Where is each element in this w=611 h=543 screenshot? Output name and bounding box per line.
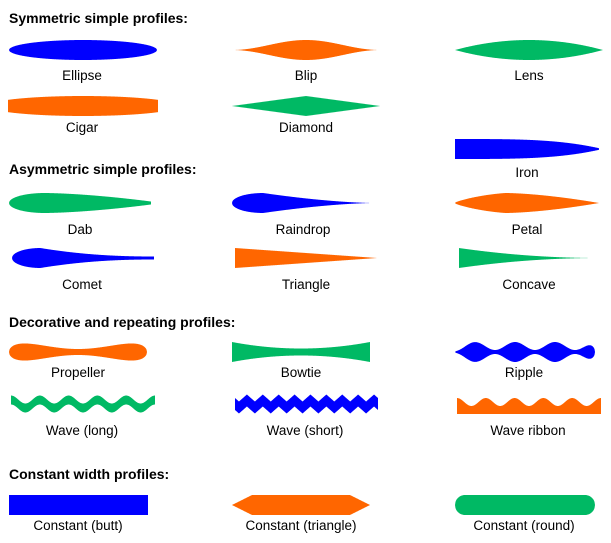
label-ripple: Ripple (505, 365, 543, 380)
section-heading-asymmetric: Asymmetric simple profiles: (9, 161, 197, 177)
label-constant-round: Constant (round) (473, 518, 574, 533)
label-wave-short: Wave (short) (267, 423, 344, 438)
section-heading-constant: Constant width profiles: (9, 466, 169, 482)
label-constant-triangle: Constant (triangle) (245, 518, 356, 533)
profile-shape-blip (232, 40, 380, 60)
section-heading-symmetric: Symmetric simple profiles: (9, 10, 188, 26)
profile-shape-triangle (235, 248, 377, 268)
label-bowtie: Bowtie (281, 365, 322, 380)
label-ellipse: Ellipse (62, 68, 102, 83)
label-wave-ribbon: Wave ribbon (490, 423, 565, 438)
profile-shape-dab (9, 193, 151, 213)
profile-shape-constant-triangle (232, 495, 370, 515)
label-lens: Lens (514, 68, 544, 83)
label-triangle: Triangle (282, 277, 330, 292)
label-dab: Dab (68, 222, 93, 237)
label-wave-long: Wave (long) (46, 423, 118, 438)
profile-shape-bowtie (232, 342, 370, 362)
profile-shape-constant-butt (9, 495, 148, 515)
section-heading-decorative: Decorative and repeating profiles: (9, 314, 235, 330)
label-concave: Concave (502, 277, 555, 292)
label-raindrop: Raindrop (276, 222, 331, 237)
profile-shape-diamond (232, 96, 380, 116)
label-iron: Iron (515, 165, 538, 180)
profile-shape-ripple (455, 342, 595, 362)
profile-shape-propeller (9, 343, 147, 361)
label-cigar: Cigar (66, 120, 99, 135)
profile-shape-ellipse (9, 40, 157, 60)
label-diamond: Diamond (279, 120, 333, 135)
profile-shape-petal (455, 193, 599, 213)
profile-shape-wave-ribbon (457, 398, 601, 414)
label-petal: Petal (512, 222, 543, 237)
profile-shape-raindrop (232, 193, 374, 213)
label-propeller: Propeller (51, 365, 106, 380)
profile-shape-constant-round (455, 495, 595, 515)
label-blip: Blip (295, 68, 318, 83)
profile-shape-iron (455, 139, 599, 159)
label-comet: Comet (62, 277, 102, 292)
profile-shape-wave-short (235, 394, 378, 414)
profile-shape-lens (455, 40, 603, 60)
profile-shape-comet (12, 248, 154, 268)
profile-shape-wave-long (11, 395, 155, 413)
label-constant-butt: Constant (butt) (33, 518, 122, 533)
profile-shape-cigar (8, 96, 158, 116)
profile-shape-concave (459, 248, 599, 268)
